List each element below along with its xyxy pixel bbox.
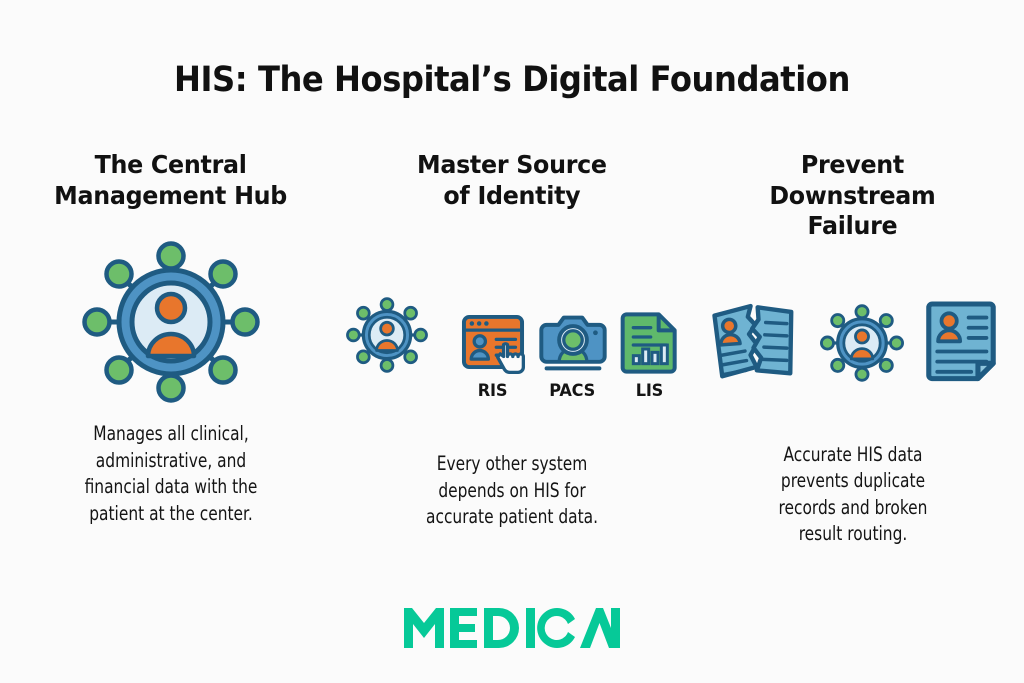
column-1-body: Manages all clinical, administrative, an… bbox=[84, 422, 257, 525]
column-1-heading: The Central Management Hub bbox=[54, 150, 287, 210]
system-ris-label: RIS bbox=[477, 381, 508, 401]
patient-record-document-icon bbox=[925, 300, 996, 381]
column-2-heading: Master Source of Identity bbox=[416, 150, 607, 210]
torn-document-icon bbox=[711, 303, 793, 378]
system-ris: RIS bbox=[460, 309, 526, 401]
hub-network-icon bbox=[345, 297, 428, 373]
failure-icons-group bbox=[706, 297, 1000, 389]
medicai-logo bbox=[0, 608, 1024, 648]
ris-browser-icon bbox=[461, 314, 525, 375]
column-3-body: Accurate HIS data prevents duplicate rec… bbox=[778, 442, 927, 546]
column-3-icon-area bbox=[682, 258, 1023, 428]
system-pacs-label: PACS bbox=[549, 381, 596, 401]
column-prevent-downstream-failure: Prevent Downstream Failure bbox=[682, 150, 1023, 548]
column-2-body: Every other system depends on HIS for ac… bbox=[425, 452, 598, 529]
column-2-icon-area: . bbox=[341, 263, 682, 433]
source-systems-group: . bbox=[344, 295, 680, 401]
pacs-camera-icon bbox=[538, 315, 607, 371]
column-central-management-hub: The Central Management Hub bbox=[0, 150, 341, 527]
column-1-icon-area bbox=[0, 237, 341, 407]
columns-container: The Central Management Hub bbox=[0, 150, 1024, 590]
lis-document-chart-icon bbox=[620, 312, 677, 374]
system-pacs: PACS bbox=[537, 309, 609, 401]
hub-network-icon bbox=[819, 303, 904, 382]
page-title: HIS: The Hospital’s Digital Foundation bbox=[174, 60, 850, 100]
hub-network-icon bbox=[81, 241, 260, 403]
system-lis-label: LIS bbox=[635, 381, 664, 401]
column-master-source-of-identity: Master Source of Identity bbox=[341, 150, 682, 531]
column-3-heading: Prevent Downstream Failure bbox=[769, 150, 936, 240]
his-hub-item: . bbox=[344, 295, 430, 401]
medicai-wordmark bbox=[404, 608, 620, 648]
system-lis: LIS bbox=[620, 307, 680, 401]
